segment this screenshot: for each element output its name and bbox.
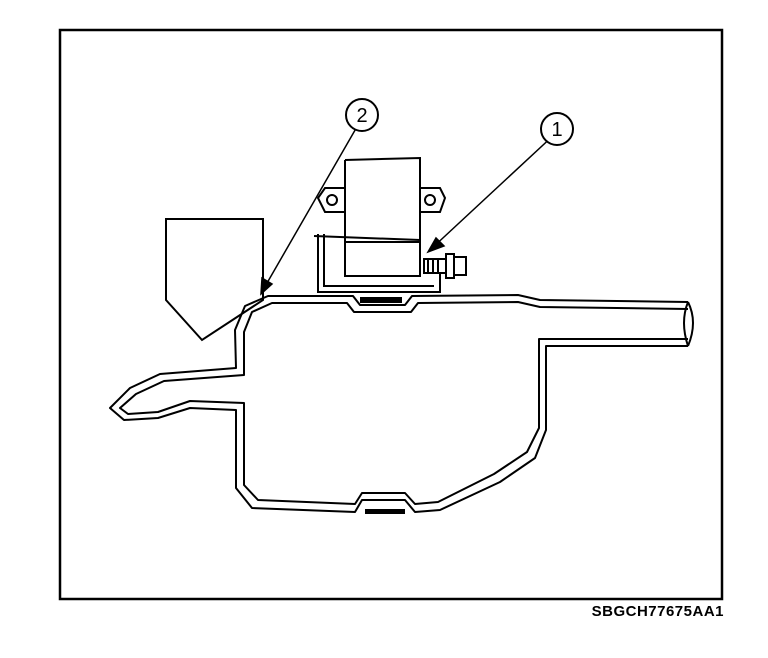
bottom-rubber-pad: [365, 509, 405, 514]
callout-2-label: 2: [356, 105, 367, 127]
bolt: [423, 253, 467, 279]
callout-1-label: 1: [551, 119, 562, 141]
leader-lines: [260, 124, 557, 296]
arrow-head-2: [260, 276, 274, 296]
callout-1: 1: [540, 112, 574, 146]
diagram-frame: [58, 28, 724, 601]
hanger-bracket: [313, 156, 447, 293]
reference-code: SBGCH77675AA1: [591, 603, 724, 620]
shield-marker: [165, 218, 264, 342]
muffler-pipe: [109, 294, 694, 513]
callout-2: 2: [345, 98, 379, 132]
arrow-head-1: [426, 236, 446, 254]
top-rubber-pad: [360, 297, 402, 303]
